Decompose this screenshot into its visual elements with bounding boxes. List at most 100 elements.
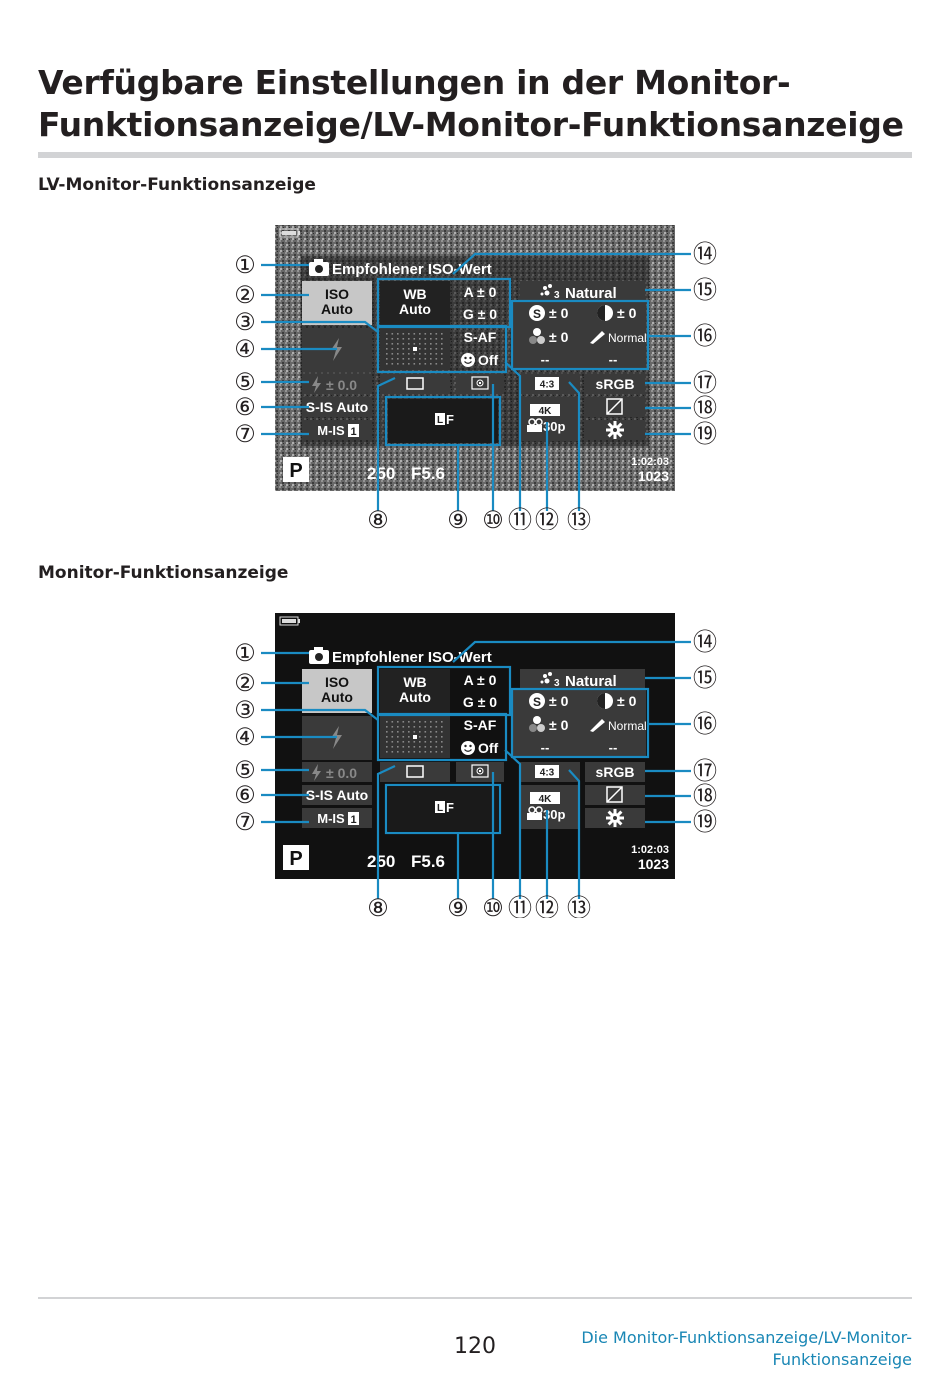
- gradation-icon: [590, 331, 605, 344]
- af-dot: [430, 343, 432, 345]
- contrast-value: ± 0: [617, 305, 637, 321]
- af-dot: [397, 343, 399, 345]
- af-dot: [413, 746, 416, 748]
- af-dot: [430, 358, 432, 360]
- af-dot: [397, 731, 399, 733]
- aperture-value: F5.6: [411, 852, 445, 871]
- af-dot: [413, 363, 416, 365]
- af-dot: [435, 721, 438, 723]
- movie-is-num-box: [348, 424, 359, 437]
- recommended-iso-label: Empfohlener ISO-Wert: [332, 261, 492, 278]
- af-dot: [408, 726, 410, 728]
- highlight-shadow-icon: [606, 398, 623, 415]
- af-dot: [402, 741, 405, 743]
- af-dot: [397, 338, 399, 340]
- af-dot: [424, 736, 427, 738]
- shooting-mode-value: P: [289, 460, 302, 482]
- af-dot: [391, 343, 394, 345]
- callout-6: ⑥: [234, 394, 256, 421]
- callout-19: ⑲: [693, 809, 717, 836]
- af-dot: [402, 333, 405, 335]
- is-mode-value: S-IS Auto: [306, 787, 368, 803]
- af-dot: [391, 741, 394, 743]
- wb-tile: [380, 281, 450, 325]
- af-dot: [397, 751, 399, 753]
- callout-7: ⑦: [234, 809, 256, 836]
- callout-10: ⑩: [482, 895, 504, 918]
- af-dot: [386, 741, 388, 743]
- af-dot: [424, 746, 427, 748]
- metering-icon: [471, 376, 489, 390]
- af-dot: [435, 736, 438, 738]
- callout-11: ⑪: [508, 507, 532, 530]
- saturation-icon: [529, 716, 545, 732]
- callout-3: ③: [234, 697, 256, 724]
- af-dot: [391, 358, 394, 360]
- af-dot: [408, 363, 410, 365]
- saturation-value: ± 0: [549, 717, 569, 733]
- callout-9: ⑨: [447, 507, 469, 530]
- shooting-mode-value: P: [289, 848, 302, 870]
- af-dot: [408, 746, 410, 748]
- af-dot: [441, 343, 443, 345]
- callout-2: ②: [234, 670, 256, 697]
- iso-label: ISO: [325, 286, 349, 302]
- af-dot: [402, 358, 405, 360]
- af-dot: [397, 746, 399, 748]
- metering-icon: [471, 764, 489, 778]
- callout-5: ⑤: [234, 369, 256, 396]
- af-dot: [386, 736, 388, 738]
- drive-tile: [380, 762, 450, 782]
- af-dot: [413, 741, 416, 743]
- af-dot: [402, 731, 405, 733]
- callout-5: ⑤: [234, 757, 256, 784]
- af-dot: [391, 363, 394, 365]
- iso-tile: [302, 281, 372, 325]
- af-dot: [441, 338, 443, 340]
- is-tile: [302, 397, 372, 417]
- face-priority-icon: [461, 741, 475, 755]
- callout-6: ⑥: [234, 782, 256, 809]
- af-dot: [424, 338, 427, 340]
- af-dot: [402, 363, 405, 365]
- wb-green-value: G ± 0: [463, 306, 497, 322]
- shots-remaining-value: 1023: [638, 856, 669, 872]
- quality-size-letter: L: [437, 415, 443, 426]
- footer-chapter-link[interactable]: Die Monitor-Funktionsanzeige/LV-Monitor-…: [532, 1327, 912, 1371]
- callout-8: ⑧: [367, 895, 389, 918]
- wb-value: Auto: [399, 301, 431, 317]
- af-dot: [397, 363, 399, 365]
- af-dot: [430, 363, 432, 365]
- camera-icon: [309, 259, 329, 276]
- picture-mode-value: Natural: [565, 285, 617, 302]
- af-dot: [391, 746, 394, 748]
- movie-is-number: 1: [350, 426, 356, 438]
- af-dot: [408, 353, 410, 355]
- callout-9: ⑨: [447, 895, 469, 918]
- movie-res-box: [530, 792, 560, 804]
- movie-camera-icon: [527, 418, 543, 432]
- af-dot: [402, 348, 405, 350]
- af-dot: [435, 741, 438, 743]
- svg-text:S: S: [533, 695, 541, 709]
- af-dot: [430, 353, 432, 355]
- af-dot: [424, 333, 427, 335]
- iso-value: Auto: [321, 689, 353, 705]
- af-dot: [413, 338, 416, 340]
- quality-size-letter: L: [437, 803, 443, 814]
- page-title-line1: Verfügbare Einstellungen in der Monitor-: [38, 63, 791, 102]
- callout-12: ⑫: [535, 507, 559, 530]
- af-dot: [408, 741, 410, 743]
- af-dot: [402, 353, 405, 355]
- image-quality-value: F: [446, 800, 454, 815]
- movie-time-value: 1:02:03: [631, 844, 669, 856]
- af-dot: [391, 333, 394, 335]
- callout-lines: [261, 252, 691, 511]
- saturation-value: ± 0: [549, 329, 569, 345]
- af-dot: [397, 358, 399, 360]
- wb-label: WB: [403, 674, 426, 690]
- wb-green-value: G ± 0: [463, 694, 497, 710]
- af-dot: [408, 338, 410, 340]
- callout-8: ⑧: [367, 507, 389, 530]
- af-dot: [402, 751, 405, 753]
